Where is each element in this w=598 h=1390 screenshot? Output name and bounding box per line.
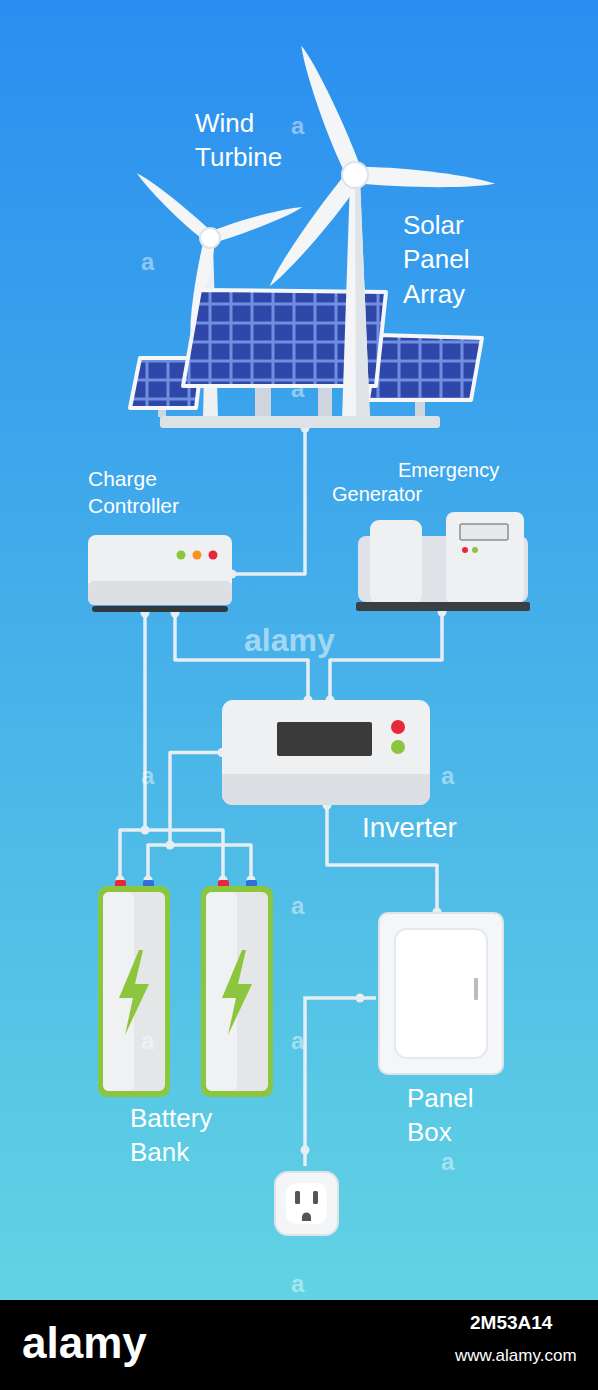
diagram-node: Charge Controller [85,465,235,617]
generator [358,512,528,612]
label-holder: Wind Turbine [195,106,307,175]
node-label: Inverter [362,810,497,845]
diagram-node: Battery Bank [95,880,280,1180]
label-holder: Inverter [362,810,497,845]
base-bar [160,416,440,428]
watermark-text: a [291,375,304,403]
panel-box [378,912,504,1075]
watermark-text: a [141,1027,154,1055]
diagram-node: Panel Box [376,910,516,1152]
watermark-text: a [441,762,454,790]
watermark-text: a [141,762,154,790]
label-holder: Solar Panel Array [403,208,503,311]
watermark-text: alamy [22,1318,147,1368]
wire-dot [166,841,175,850]
label-holder: Emergency Generator [332,458,528,506]
node-label: Battery Bank [130,1102,275,1170]
wire-connector [116,609,228,885]
node-label: Solar Panel Array [403,208,503,311]
node-label: Panel Box [407,1082,507,1150]
watermark-text: a [291,1270,304,1298]
wire-connector [228,424,310,579]
label-holder: Charge Controller [88,465,228,520]
array-base [160,416,440,428]
watermark-text: a [141,248,154,276]
node-label: Wind Turbine [195,106,307,175]
label-holder: Panel Box [407,1082,507,1150]
wall-outlet [275,1172,338,1235]
watermark-text: a [291,112,304,140]
inverter-box [222,700,430,805]
watermark-text: a [291,1027,304,1055]
wire-connector [326,608,447,705]
watermark-text: alamy [244,622,335,659]
watermark-text: 2M53A14 [470,1312,552,1334]
battery-left [97,880,171,1098]
wire-path [330,612,442,700]
watermark-text: a [291,892,304,920]
label-holder: Battery Bank [130,1102,275,1170]
battery [97,880,171,1098]
charge-controller-box [88,535,232,613]
node-label: Emergency Generator [332,458,528,506]
diagram-node: Wind TurbineSolar Panel Array [120,40,505,430]
battery [200,880,274,1098]
watermark-text: www.alamy.com [455,1346,577,1366]
inverter [222,700,430,805]
charge-controller [88,535,232,613]
battery-right [200,880,274,1098]
wire-path [232,428,305,574]
watermark-text: a [441,1148,454,1176]
diagram-node: Emergency Generator [330,458,530,614]
wire-dot [141,826,150,835]
generator-body [358,512,528,612]
diagram-node: Inverter [222,700,502,850]
outlet-wire [305,998,376,1166]
node-label: Charge Controller [88,465,228,520]
panel-box-body [378,912,504,1075]
